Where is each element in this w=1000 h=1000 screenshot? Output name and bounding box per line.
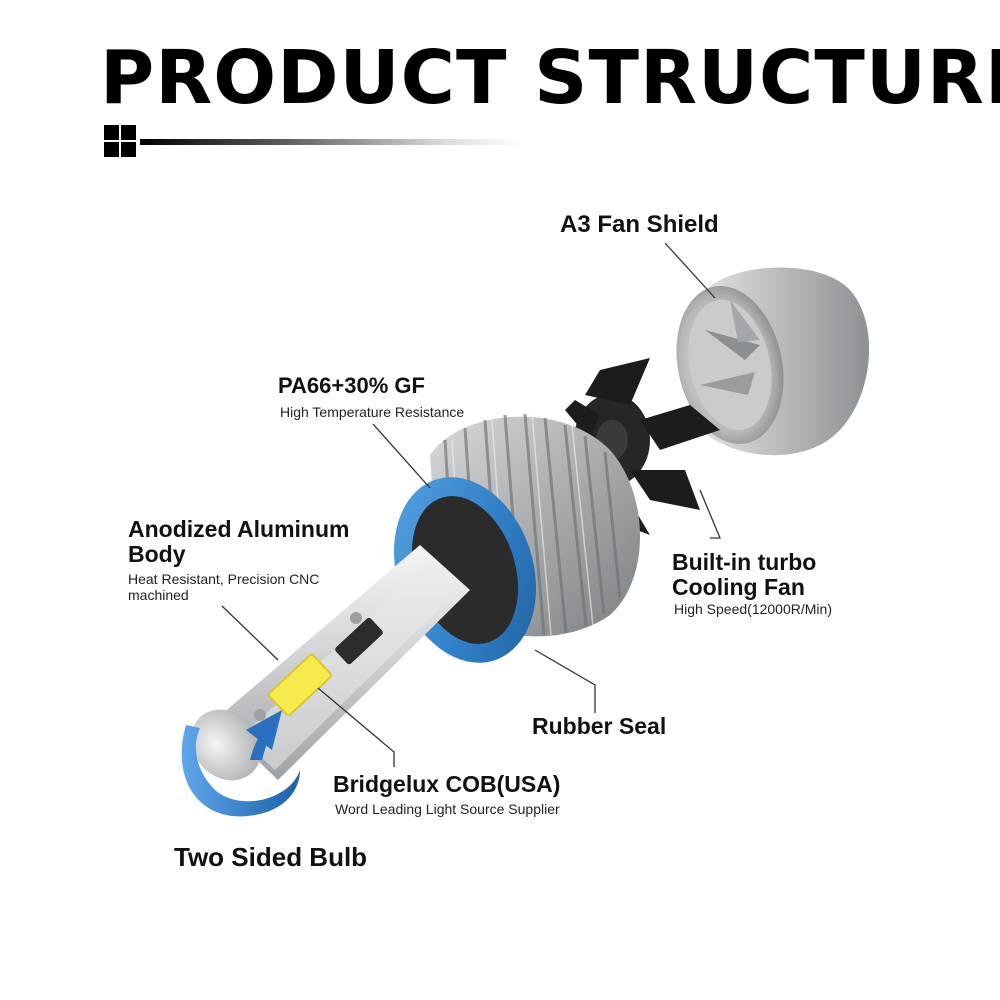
- label-fan-title-line1: Built-in turbo: [672, 549, 817, 575]
- leader-lines: [221, 242, 721, 767]
- leader-pa66: [372, 423, 431, 489]
- label-fan-subtitle: High Speed(12000R/Min): [674, 601, 832, 617]
- title-rule-line: [140, 139, 524, 145]
- fan-shield: [676, 267, 870, 456]
- label-pa66-title: PA66+30% GF: [278, 373, 425, 398]
- rotation-arrow-icon: [181, 710, 300, 817]
- label-fan-shield: A3 Fan Shield: [560, 211, 719, 238]
- leader-rubber-seal: [534, 649, 596, 713]
- label-anodized-title-line2: Body: [128, 541, 186, 567]
- label-cob-title: Bridgelux COB(USA): [333, 771, 561, 797]
- label-fan-title-line2: Cooling Fan: [672, 574, 805, 600]
- label-anodized-subtitle-line1: Heat Resistant, Precision CNC: [128, 571, 320, 587]
- leader-cob: [317, 687, 395, 767]
- title-underline: [104, 125, 524, 159]
- label-rubber-seal: Rubber Seal: [532, 713, 667, 739]
- leader-anodized: [221, 605, 279, 661]
- label-pa66-subtitle: High Temperature Resistance: [280, 404, 465, 420]
- label-cob-subtitle: Word Leading Light Source Supplier: [335, 801, 560, 817]
- label-anodized-subtitle-line2: machined: [128, 587, 189, 603]
- leader-fan-shield: [664, 242, 716, 299]
- label-two-sided-bulb: Two Sided Bulb: [174, 842, 368, 872]
- label-anodized-title-line1: Anodized Aluminum: [128, 516, 350, 542]
- page-title: PRODUCT STRUCTURE: [100, 35, 1000, 121]
- leader-fan: [699, 489, 721, 539]
- grid-icon: [104, 125, 138, 159]
